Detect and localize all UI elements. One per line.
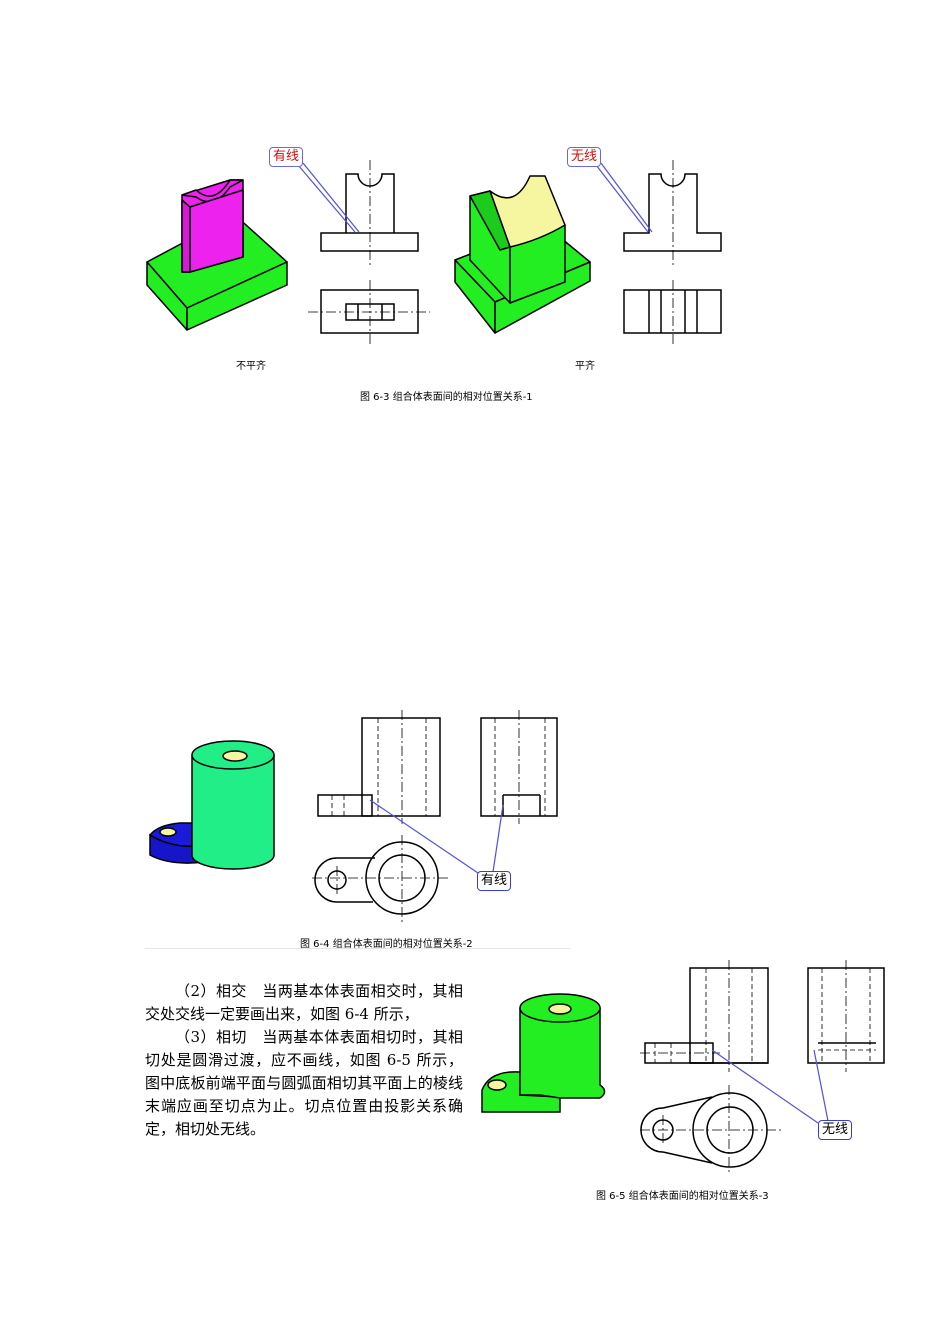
fig63-label-right: 平齐	[575, 361, 595, 372]
fig63-callout-left-text: 有线	[273, 149, 300, 164]
fig64-callout: 有线	[477, 871, 512, 891]
body-text: （2）相交 当两基本体表面相交时，其相交处交线一定要画出来，如图 6-4 所示，…	[145, 980, 463, 1141]
fig64-callout-text: 有线	[481, 873, 508, 888]
fig63-callout-right: 无线	[567, 147, 602, 167]
paragraph-tangent: （3）相切 当两基本体表面相切时，其相切处是圆滑过渡，应不画线，如图 6-5 所…	[145, 1028, 463, 1138]
fig63-caption: 图 6-3 组合体表面间的相对位置关系-1	[360, 392, 533, 403]
paragraph-intersect: （2）相交 当两基本体表面相交时，其相交处交线一定要画出来，如图 6-4 所示，	[145, 982, 463, 1023]
fig63-callout-right-text: 无线	[571, 149, 598, 164]
fig65-callout: 无线	[818, 1120, 853, 1140]
fig65-callout-text: 无线	[822, 1122, 849, 1137]
fig63-callout-left: 有线	[269, 147, 304, 167]
fig64-divider	[145, 948, 570, 949]
fig65-caption: 图 6-5 组合体表面间的相对位置关系-3	[596, 1191, 769, 1202]
fig64-caption: 图 6-4 组合体表面间的相对位置关系-2	[300, 939, 473, 950]
fig63-label-left: 不平齐	[236, 361, 266, 372]
